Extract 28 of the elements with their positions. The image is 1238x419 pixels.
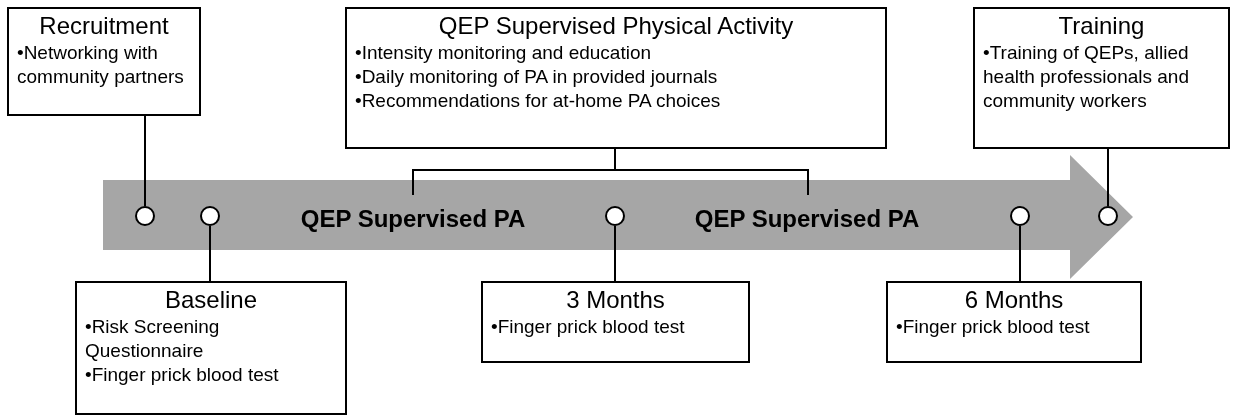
milestone-box <box>345 7 887 149</box>
box-heading: Training <box>1057 11 1146 41</box>
timeline-arrow <box>103 155 1133 279</box>
phase-label: QEP Supervised PA <box>282 195 544 237</box>
milestone-box <box>973 7 1230 149</box>
bullet-item: •Risk Screening Questionnaire <box>85 315 221 363</box>
box-heading: Recruitment <box>38 11 170 41</box>
bullet-item: •Networking with community partners <box>17 41 185 89</box>
bullet-item: •Finger prick blood test <box>491 315 686 339</box>
connector-line <box>614 225 616 282</box>
milestone-box <box>75 281 347 415</box>
milestone-box <box>481 281 750 363</box>
box-heading: Baseline <box>163 285 259 315</box>
connector-line <box>209 225 211 282</box>
bullet-item: •Finger prick blood test <box>896 315 1091 339</box>
connector-line <box>1019 225 1021 282</box>
bullet-item: •Daily monitoring of PA in provided journals <box>355 65 719 89</box>
phase-label: QEP Supervised PA <box>676 195 938 237</box>
bullet-item: •Intensity monitoring and education <box>355 41 653 65</box>
box-heading: 6 Months <box>963 285 1065 315</box>
milestone-box <box>886 281 1142 363</box>
bullet-item: •Training of QEPs, allied health professionals and community workers <box>983 41 1190 113</box>
bullet-item: •Recommendations for at-home PA choices <box>355 89 722 113</box>
connector-line <box>144 115 146 207</box>
milestone-box <box>7 7 201 116</box>
box-heading: QEP Supervised Physical Activity <box>437 11 795 41</box>
box-heading: 3 Months <box>565 285 666 315</box>
bullet-item: •Finger prick blood test <box>85 363 280 387</box>
